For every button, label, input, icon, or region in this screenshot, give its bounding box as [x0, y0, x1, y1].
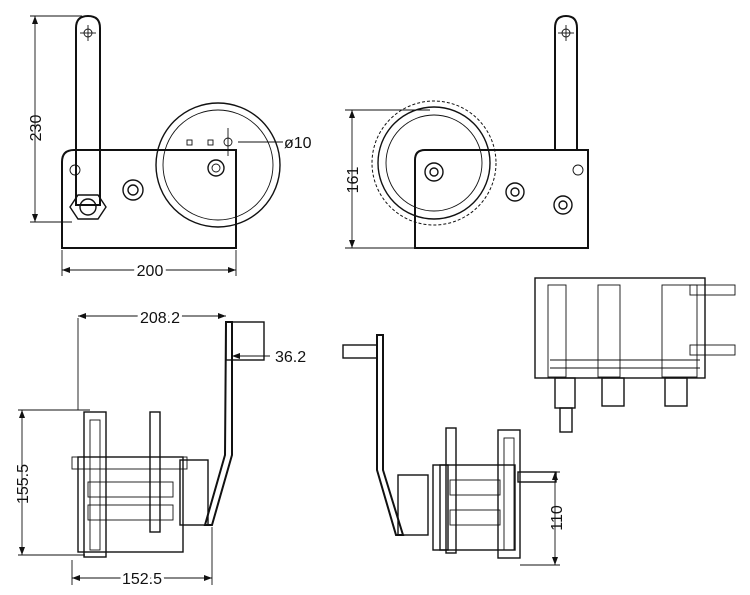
side-view: 208.2 36.2 155.5 152.5 — [15, 307, 306, 591]
dim-152-5-label: 152.5 — [122, 571, 162, 588]
dim-200-label: 200 — [137, 263, 164, 280]
dim-208-2-label: 208.2 — [140, 310, 180, 327]
isometric-detail-view — [534, 277, 736, 433]
rear-view: 161 — [345, 14, 589, 249]
dim-161-label: 161 — [345, 167, 362, 194]
dim-d10-label: ø10 — [284, 135, 312, 152]
dim-36-2-label: 36.2 — [275, 349, 306, 366]
dim-155-5-label: 155.5 — [15, 464, 32, 504]
dim-110-label: 110 — [549, 505, 566, 531]
side-view-mirrored: 110 — [342, 334, 566, 566]
dim-230-label: 230 — [28, 115, 45, 142]
front-view: 230 200 ø10 — [28, 14, 312, 283]
